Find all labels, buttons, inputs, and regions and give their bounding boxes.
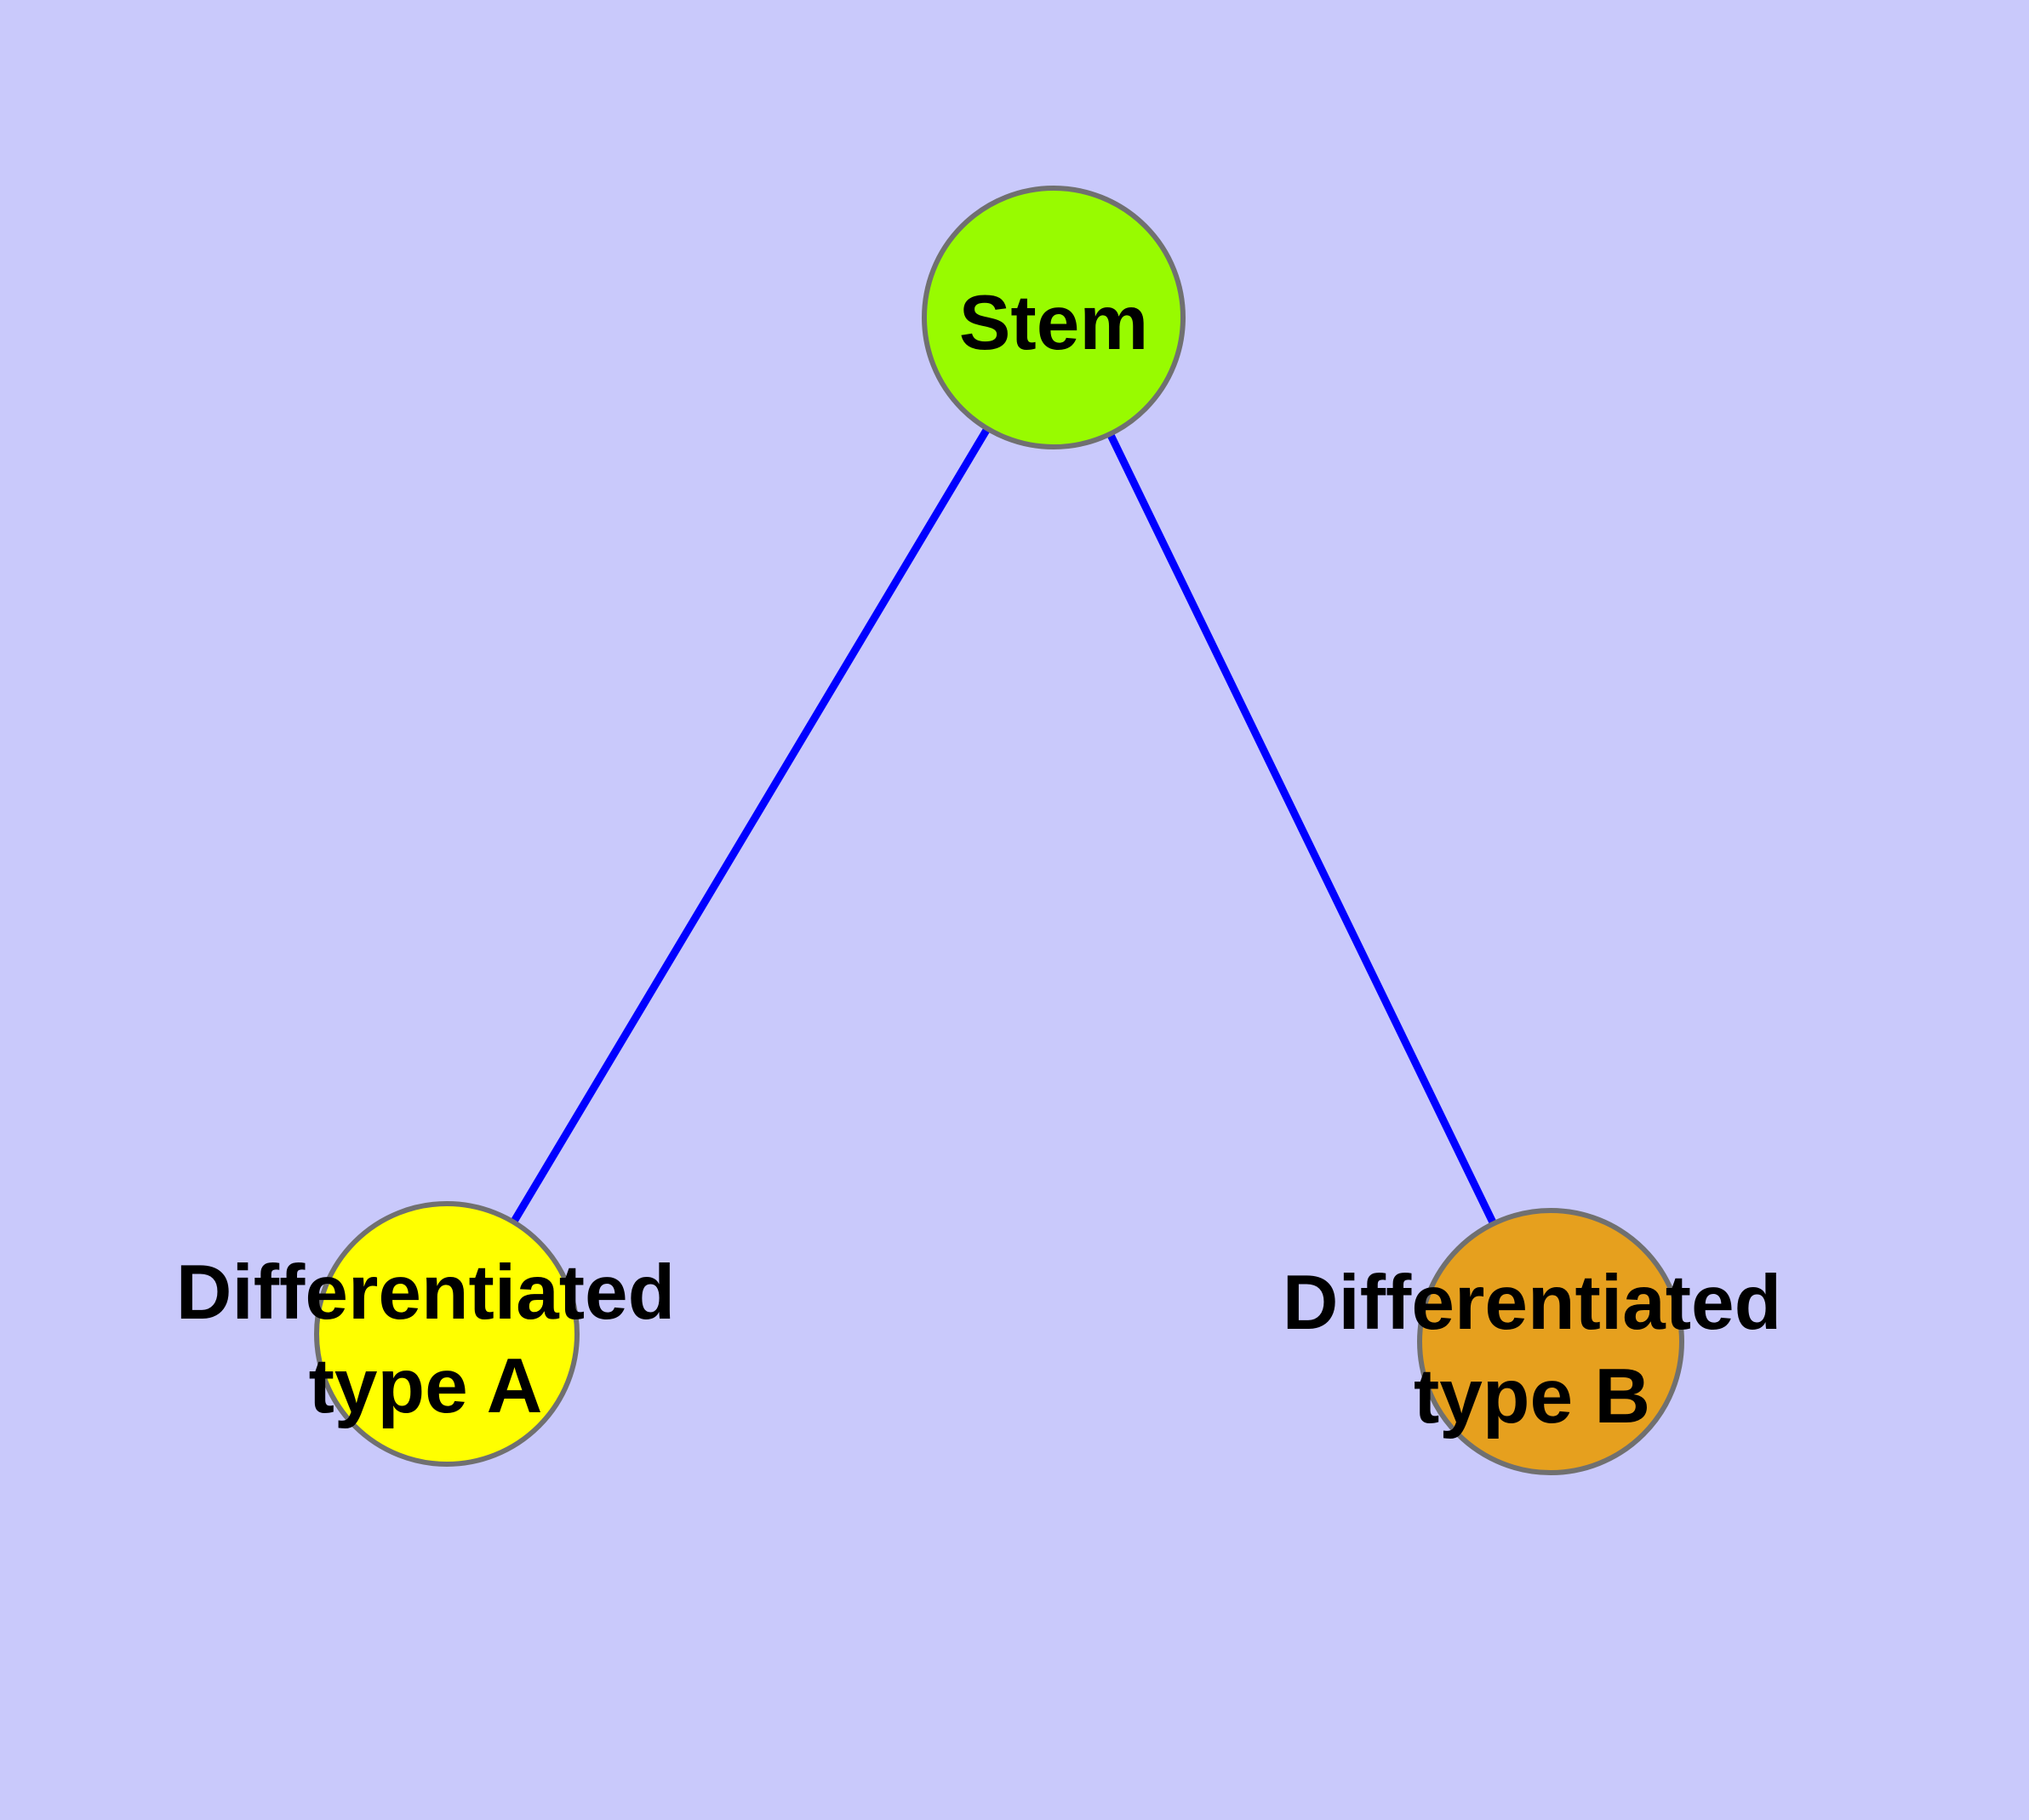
edge-stem-to-type-b bbox=[1049, 316, 1555, 1343]
node-differentiated-type-b bbox=[1417, 1208, 1684, 1475]
node-type-b-label-line2: type B bbox=[1414, 1354, 1650, 1439]
edge-stem-to-type-a bbox=[443, 315, 1057, 1336]
node-type-b-label-line1: Differentiated bbox=[1283, 1260, 1782, 1346]
node-stem-label: Stem bbox=[959, 280, 1149, 366]
node-type-a-label-line1: Differentiated bbox=[176, 1250, 676, 1336]
node-stem bbox=[922, 186, 1186, 449]
node-type-a-label-line2: type A bbox=[309, 1343, 543, 1429]
node-differentiated-type-a bbox=[314, 1201, 580, 1467]
